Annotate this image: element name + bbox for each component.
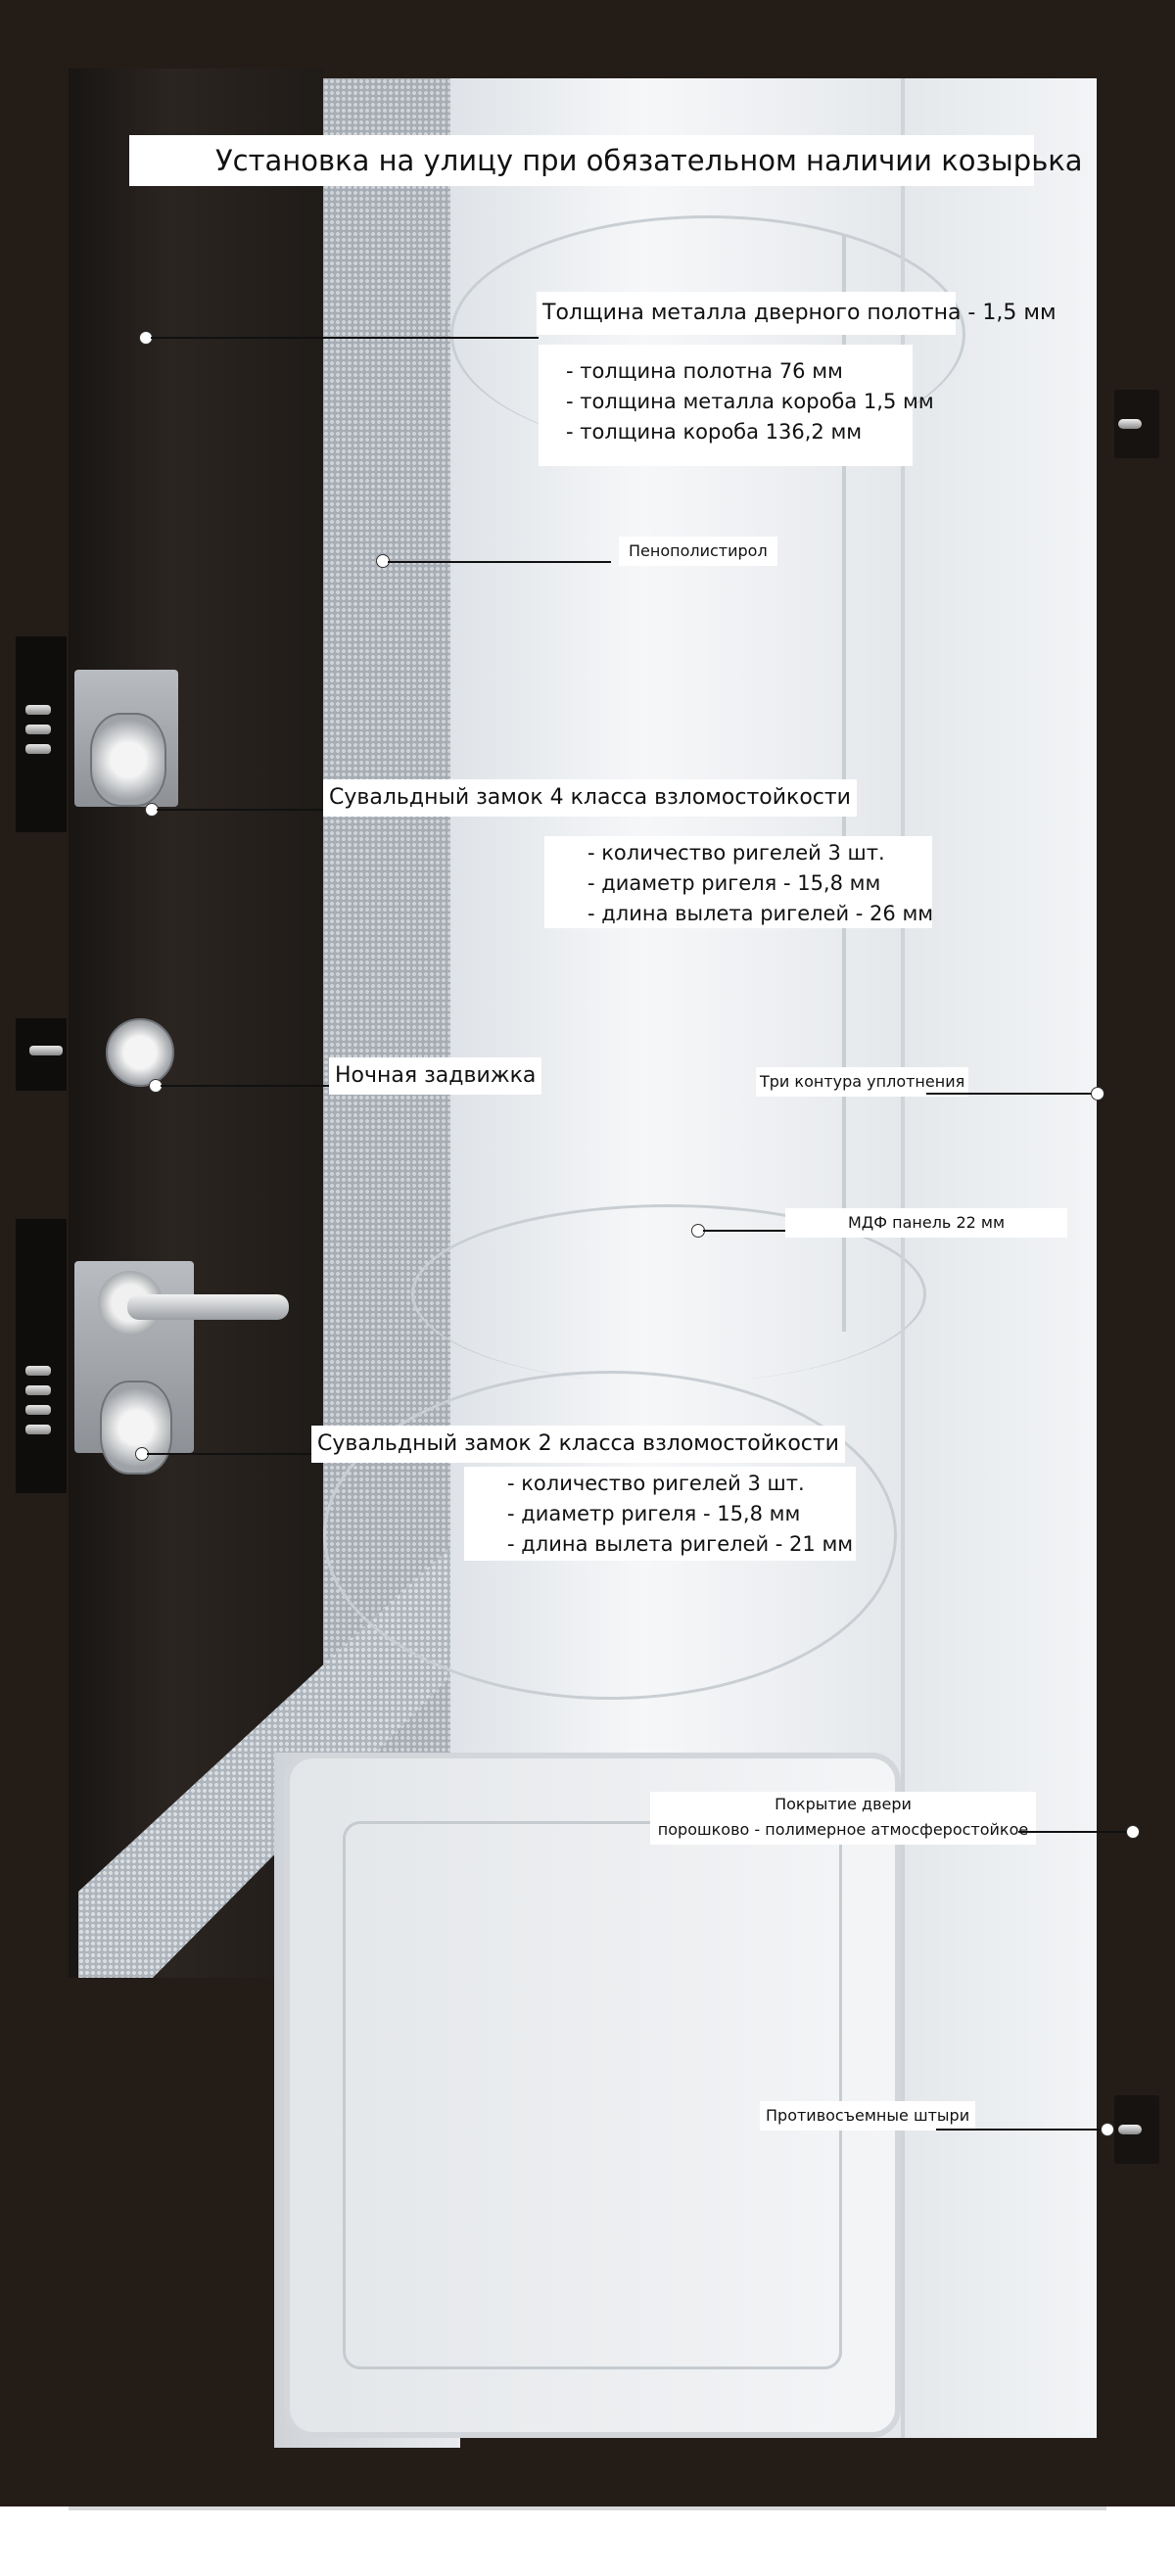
seal-contours-line xyxy=(926,1093,1097,1095)
spec-frame-thickness: - толщина короба 136,2 мм xyxy=(566,420,863,444)
upper-lock-line xyxy=(157,809,325,811)
door-specs-list: - толщина полотна 76 мм - толщина металл… xyxy=(539,345,934,466)
seal-contours-marker xyxy=(1091,1087,1104,1101)
panel-arch-middle xyxy=(411,1204,926,1383)
insulation-label: Пенополистирол xyxy=(619,537,777,566)
mdf-panel-label: МДФ панель 22 мм xyxy=(785,1208,1067,1238)
lower-lock-bolt-diameter: - диаметр ригеля - 15,8 мм xyxy=(507,1502,801,1525)
bolt-4 xyxy=(25,1366,51,1376)
metal-thickness-label: Толщина металла дверного полотна - 1,5 м… xyxy=(537,292,1057,335)
bolt-7 xyxy=(25,1425,51,1434)
anti-removal-marker xyxy=(1101,2123,1114,2136)
bolt-2 xyxy=(25,725,51,734)
panel-arch-top xyxy=(450,215,965,453)
pin-top xyxy=(1118,419,1142,429)
night-latch-label: Ночная задвижка xyxy=(329,1057,542,1095)
spec-frame-metal: - толщина металла короба 1,5 мм xyxy=(566,390,934,413)
coating-marker xyxy=(1126,1825,1140,1839)
coating-line xyxy=(1018,1831,1126,1833)
panel-lower-rect xyxy=(284,1753,901,2438)
lower-lock-cylinder[interactable] xyxy=(100,1381,172,1475)
upper-lock-bolt-throw: - длина вылета ригелей - 26 мм xyxy=(588,902,934,925)
bolt-5 xyxy=(25,1385,51,1395)
panel-right-strip xyxy=(901,78,905,2438)
pin-bottom xyxy=(1118,2125,1142,2134)
bolt-6 xyxy=(25,1405,51,1415)
upper-lock-bolt-diameter: - диаметр ригеля - 15,8 мм xyxy=(588,871,881,895)
upper-lock-bolt-count: - количество ригелей 3 шт. xyxy=(588,841,885,865)
door-leaf-metal xyxy=(69,69,323,1978)
lock-edge-upper xyxy=(16,636,67,832)
lower-lock-bolt-count: - количество ригелей 3 шт. xyxy=(507,1472,805,1495)
night-latch-knob[interactable] xyxy=(106,1018,174,1087)
page-title: Установка на улицу при обязательном нали… xyxy=(129,135,1083,186)
lower-lock-bolt-throw: - длина вылета ригелей - 21 мм xyxy=(507,1532,854,1556)
floor-threshold xyxy=(69,2506,1106,2576)
mdf-panel-line xyxy=(703,1230,785,1232)
bolt-1 xyxy=(25,705,51,715)
night-bolt xyxy=(29,1046,63,1055)
seal-contours-label: Три контура уплотнения xyxy=(756,1067,969,1097)
coating-label: Покрытие двери порошково - полимерное ат… xyxy=(650,1792,1036,1845)
upper-lock-cylinder[interactable] xyxy=(90,713,166,807)
door-handle[interactable] xyxy=(127,1294,289,1320)
spec-leaf-thickness: - толщина полотна 76 мм xyxy=(566,359,843,383)
coating-line-1: Покрытие двери xyxy=(775,1795,912,1813)
insulation-line xyxy=(388,561,611,563)
lock-edge-lower xyxy=(16,1219,67,1493)
lower-lock-line xyxy=(147,1453,315,1455)
metal-thickness-line xyxy=(151,337,539,339)
bolt-3 xyxy=(25,744,51,754)
coating-line-2: порошково - полимерное атмосферостойкое xyxy=(657,1820,1029,1839)
anti-removal-label: Противосъемные штыри xyxy=(760,2101,976,2131)
panel-oval xyxy=(323,1371,897,1700)
night-latch-line xyxy=(161,1085,333,1087)
upper-lock-label: Сувальдный замок 4 класса взломостойкост… xyxy=(323,779,857,817)
anti-removal-line xyxy=(936,2129,1108,2131)
lower-lock-specs: - количество ригелей 3 шт. - диаметр риг… xyxy=(464,1467,856,1561)
upper-lock-specs: - количество ригелей 3 шт. - диаметр риг… xyxy=(544,836,934,928)
lower-lock-label: Сувальдный замок 2 класса взломостойкост… xyxy=(311,1426,845,1463)
panel-inner-rect xyxy=(343,1821,842,2369)
